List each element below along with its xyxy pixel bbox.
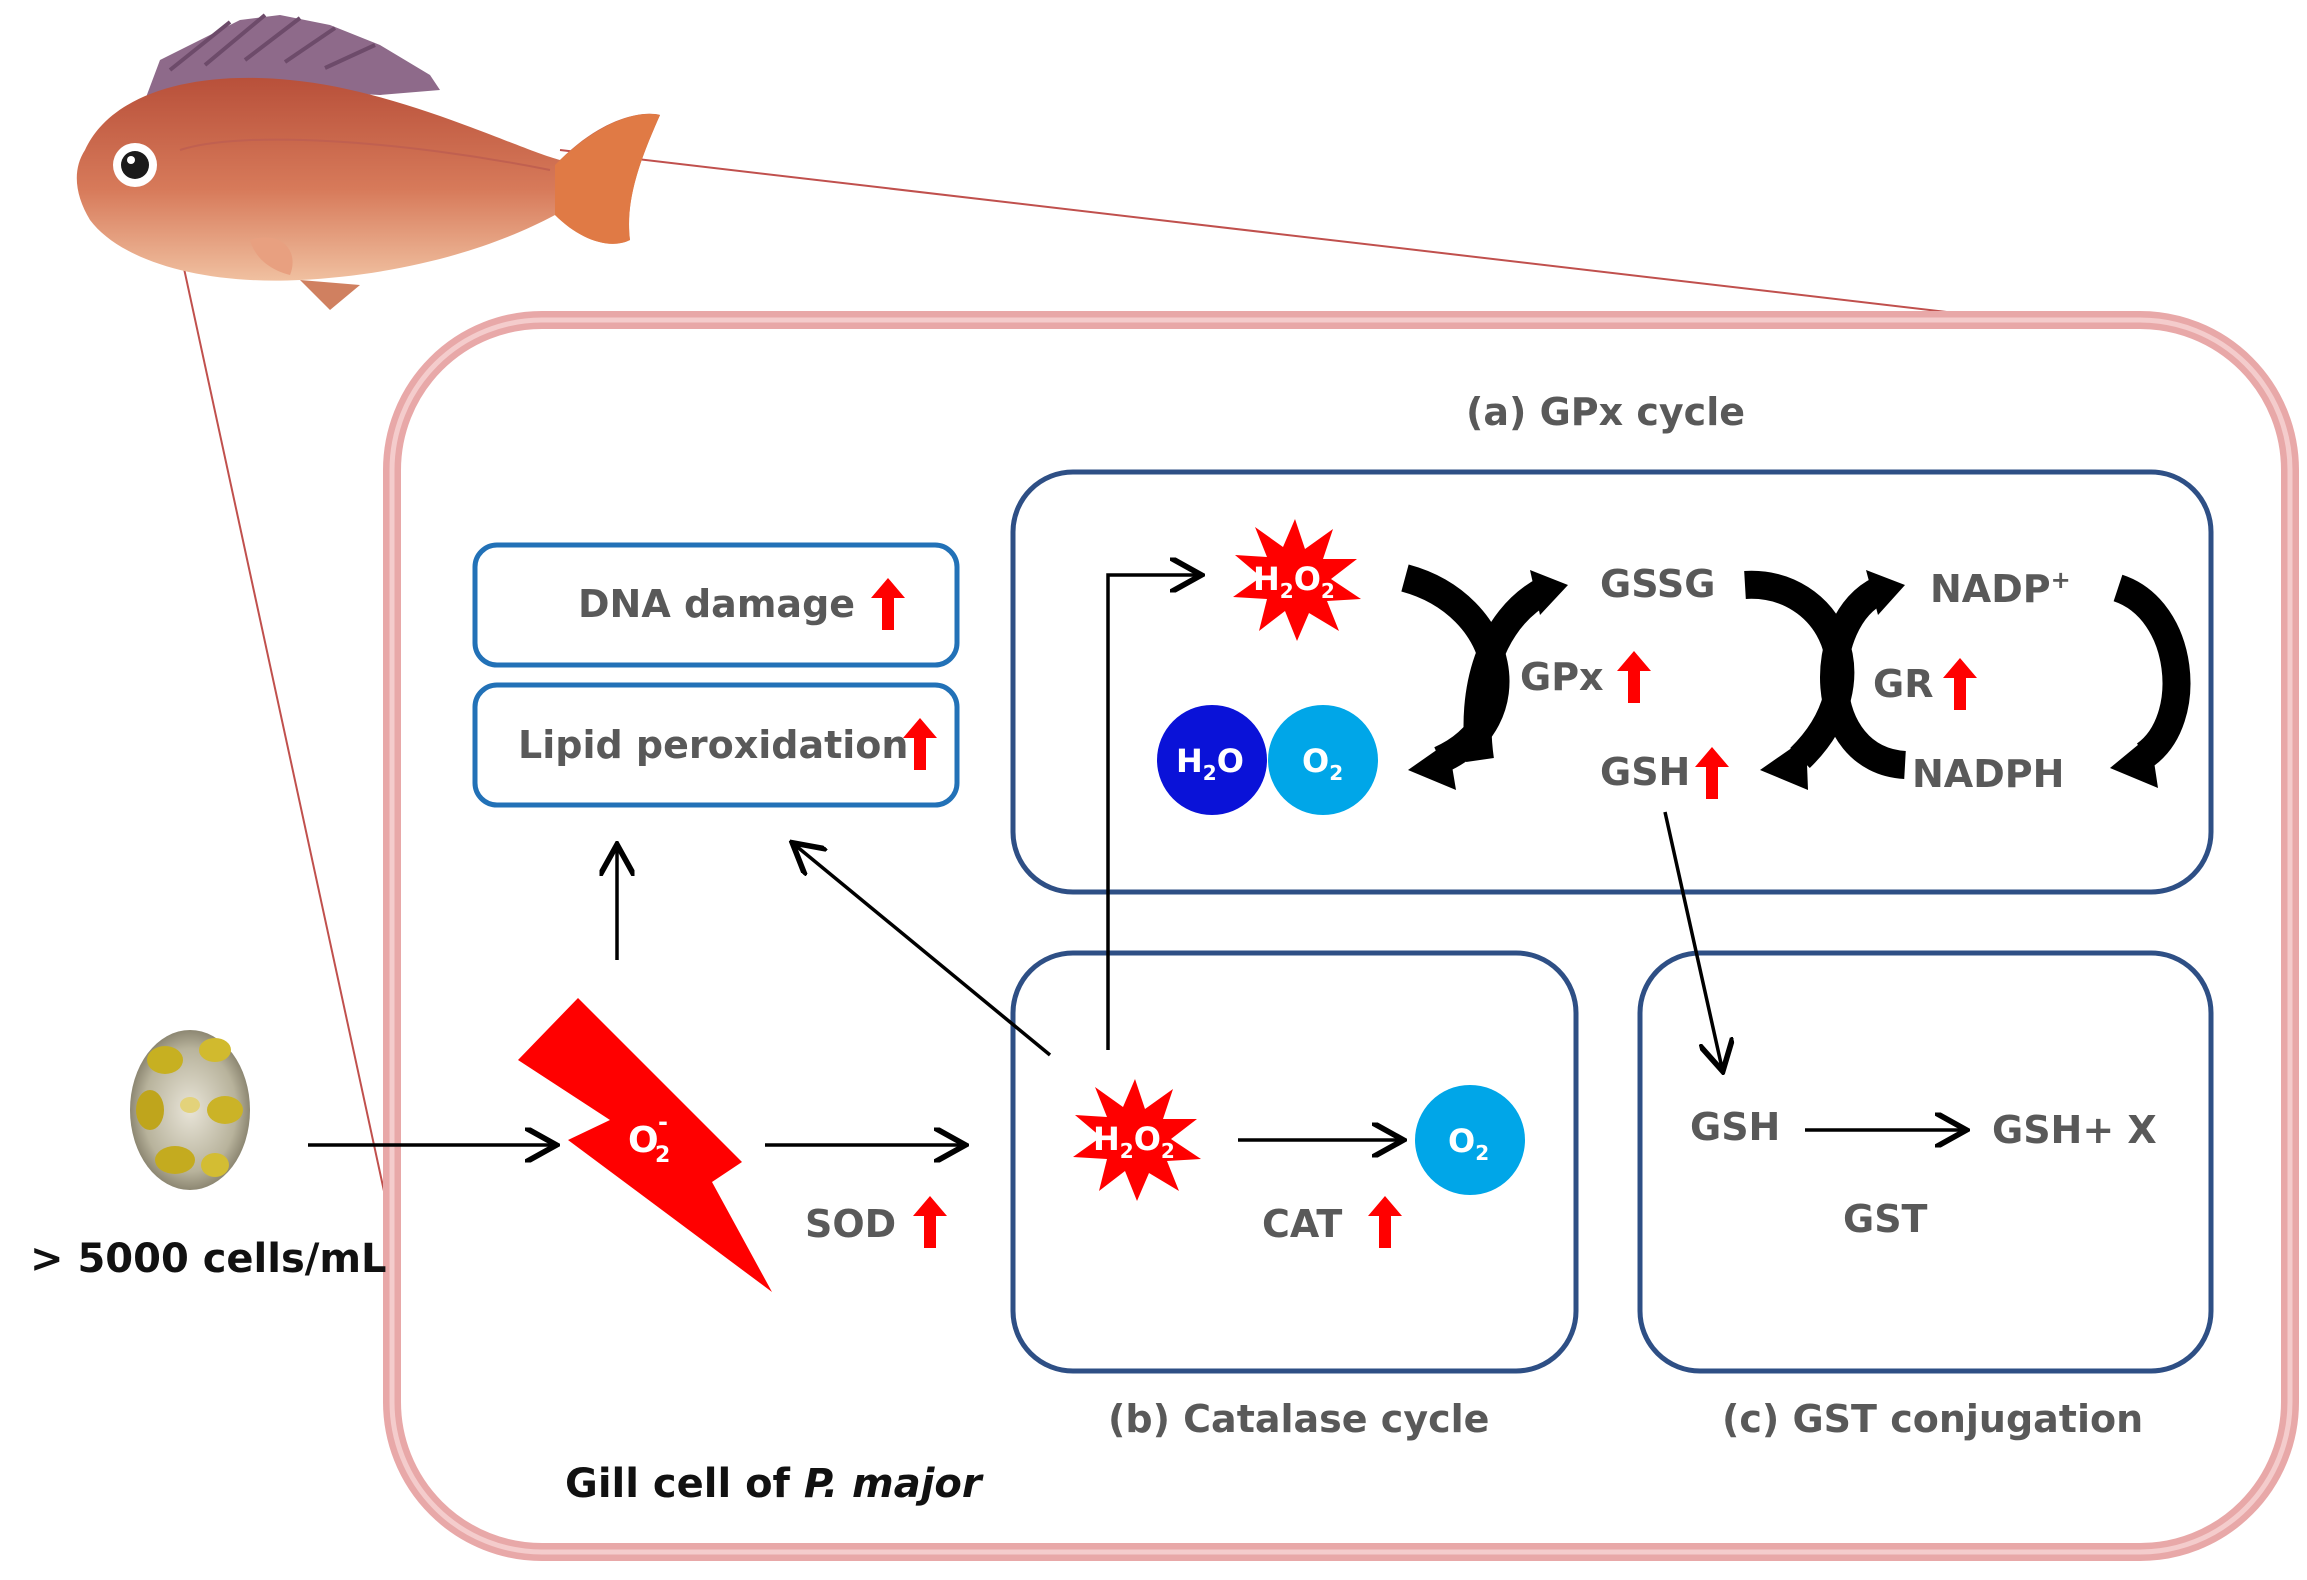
- svg-text:H2O2: H2O2: [1253, 560, 1335, 603]
- h2o-sub: 2: [1203, 761, 1217, 785]
- nadp-superscript: +: [2051, 566, 2071, 594]
- gill-cell-label-prefix: Gill cell of: [565, 1461, 804, 1507]
- lightning-bolt-icon: [518, 998, 772, 1292]
- dinoflagellate-cell-icon: [130, 1030, 250, 1190]
- gr-enzyme-label: GR: [1873, 662, 1933, 706]
- h2o2-o-gpx: O: [1294, 560, 1321, 598]
- zoom-line-right: [559, 149, 1999, 319]
- gsh-label-gpx: GSH: [1600, 750, 1690, 794]
- o2-o-gpx: O: [1302, 742, 1329, 780]
- zoom-line-left: [179, 249, 393, 1229]
- arrow-gsh-to-gst: [1663, 811, 1722, 1068]
- h2o2-sub2-catalase: 2: [1161, 1139, 1175, 1163]
- catalase-cycle-box: [1010, 950, 1579, 1374]
- svg-text:NADP+: NADP+: [1930, 566, 2071, 611]
- nadph-label: NADPH: [1912, 752, 2064, 796]
- arrow-h2o2-to-gpx: [1106, 575, 1198, 1050]
- superoxide-label: O 2 -: [628, 1108, 670, 1168]
- red-seabream-fish-icon: [76, 13, 660, 310]
- cat-label: CAT: [1262, 1202, 1342, 1246]
- sod-label: SOD: [805, 1202, 896, 1246]
- gssg-label: GSSG: [1600, 562, 1715, 606]
- gpx-cycle-box: [1010, 469, 2214, 895]
- o2-sub-gpx: 2: [1329, 761, 1343, 785]
- gst-conjugation-title: (c) GST conjugation: [1722, 1397, 2143, 1441]
- gill-cell-boundary-inner: [389, 317, 2293, 1555]
- h2o2-catalase: H2O2: [1073, 1079, 1201, 1201]
- h2o-h: H: [1176, 742, 1203, 780]
- gst-enzyme-label: GST: [1843, 1197, 1928, 1241]
- h2o2-h-gpx: H: [1253, 560, 1280, 598]
- cell-concentration-label: > 5000 cells/mL: [30, 1236, 387, 1282]
- nadp-label: NADP: [1930, 567, 2051, 611]
- dna-damage-box: [472, 542, 960, 668]
- o2-molecule-gpx: [1268, 705, 1378, 815]
- dna-damage-label: DNA damage: [578, 582, 855, 626]
- nadp-regeneration-arrow: [2110, 574, 2191, 788]
- catalase-cycle-title: (b) Catalase cycle: [1108, 1397, 1489, 1441]
- svg-text:H2O2: H2O2: [1093, 1120, 1175, 1163]
- superoxide-subscript: 2: [655, 1143, 670, 1168]
- svg-text:Gill cell of P. major: Gill cell of P. major: [565, 1461, 984, 1507]
- superoxide-superscript: -: [658, 1108, 668, 1136]
- gpx-cycle-title: (a) GPx cycle: [1466, 390, 1745, 434]
- o2-o-catalase: O: [1448, 1122, 1475, 1160]
- gill-cell-label-species: P. major: [804, 1461, 984, 1507]
- o2-molecule-catalase: [1415, 1085, 1525, 1195]
- svg-text:H2O: H2O: [1176, 742, 1244, 785]
- h2o2-gpx: H2O2: [1233, 519, 1361, 641]
- h2o2-sub1-catalase: 2: [1120, 1139, 1134, 1163]
- arrow-h2o2-to-lipid: [795, 845, 1052, 1057]
- h2o2-h-catalase: H: [1093, 1120, 1120, 1158]
- gr-crossing-arrows: [1744, 570, 1907, 790]
- gst-conjugation-box: [1637, 950, 2214, 1374]
- h2o2-sub1-gpx: 2: [1280, 579, 1294, 603]
- lipid-peroxidation-label: Lipid peroxidation: [518, 723, 908, 767]
- gpx-enzyme-label: GPx: [1520, 655, 1604, 699]
- h2o-molecule: [1157, 705, 1267, 815]
- h2o2-o-catalase: O: [1134, 1120, 1161, 1158]
- svg-text:O2: O2: [1448, 1122, 1489, 1165]
- gill-cell-label: Gill cell of P. major: [565, 1461, 984, 1507]
- svg-text:O2: O2: [1302, 742, 1343, 785]
- h2o2-sub2-gpx: 2: [1321, 579, 1335, 603]
- gsh-label-gst: GSH: [1690, 1105, 1780, 1149]
- o2-sub-catalase: 2: [1475, 1141, 1489, 1165]
- gpx-crossing-arrows: [1400, 564, 1568, 790]
- lipid-peroxidation-box: [472, 682, 960, 808]
- superoxide-o: O: [628, 1120, 659, 1161]
- gst-product-label: GSH+ X: [1992, 1108, 2157, 1152]
- h2o-o: O: [1217, 742, 1244, 780]
